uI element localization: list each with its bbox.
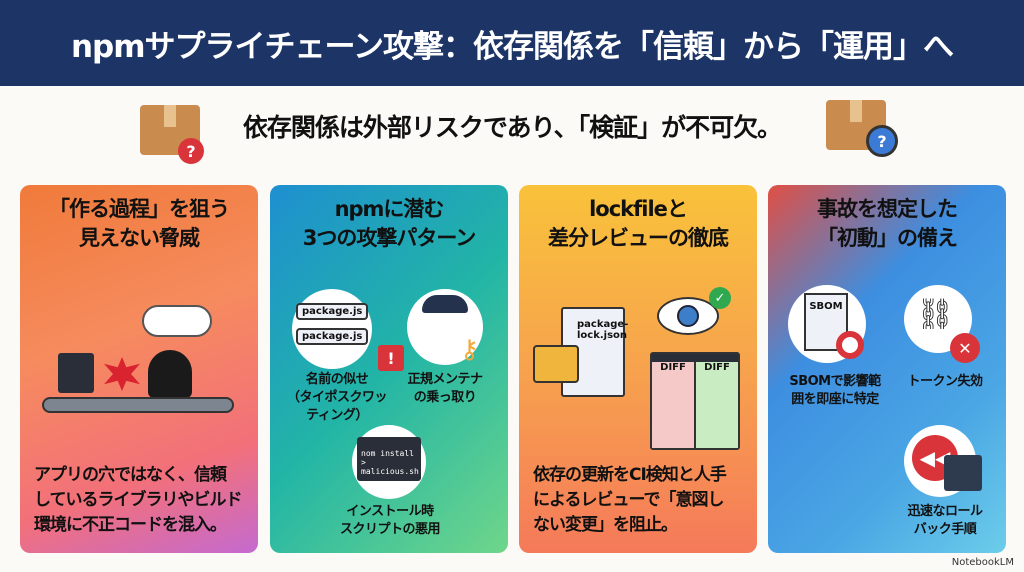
server-icon <box>944 455 982 491</box>
card-body: 依存の更新をCI検知と人手によるレビューで「意図しない変更」を阻止。 <box>533 465 727 535</box>
page-title: npmサプライチェーン攻撃：依存関係を「信頼」から「運用」へ <box>0 0 1024 86</box>
code-window-icon <box>58 353 94 393</box>
card-lockfile: lockfileと差分レビューの徹底 package-lock.json ✓ D… <box>519 185 757 553</box>
conveyor-belt-icon <box>42 397 234 413</box>
card-title: 「作る過程」を狙う見えない脅威 <box>49 197 230 250</box>
revoked-token-icon: ✕ <box>950 333 980 363</box>
pattern-label: 正規メンテナの乗っ取り <box>407 372 483 405</box>
target-icon <box>836 331 864 359</box>
response-label: SBOMで影響範囲を即座に特定 <box>789 374 881 407</box>
warning-icon: ! <box>378 345 404 371</box>
magnifier-icon: ? <box>866 125 898 157</box>
card-body: アプリの穴ではなく、信頼しているライブラリやビルド環境に不正コードを混入。 <box>34 465 243 535</box>
package-box-icon <box>140 105 200 155</box>
card-threat: 「作る過程」を狙う見えない脅威 アプリの穴ではなく、信頼しているライブラリやビル… <box>20 185 258 553</box>
response-label: トークン失効 <box>907 374 983 389</box>
question-icon: ? <box>178 138 204 164</box>
notebooklm-logo: NotebookLM <box>951 557 1014 568</box>
card-title: lockfileと差分レビューの徹底 <box>548 197 729 250</box>
pattern-label: インストール時スクリプトの悪用 <box>339 504 441 537</box>
response-label: 迅速なロールバック手順 <box>907 504 983 537</box>
checkmark-icon: ✓ <box>709 287 731 309</box>
eye-icon <box>657 297 719 335</box>
card-incident-response: 事故を想定した「初動」の備え SBOM ⛓ ✕ SBOMで影響範囲を即座に特定 … <box>768 185 1006 553</box>
subtitle: 依存関係は外部リスクであり、「検証」が不可欠。 <box>242 113 782 142</box>
padlock-icon <box>533 345 579 383</box>
package-name-icon: package.js <box>296 303 369 320</box>
diff-window-icon: DIFF DIFF <box>650 352 740 450</box>
burst-icon <box>104 357 140 391</box>
pirate-icon <box>422 295 468 313</box>
cloud-icon <box>142 305 212 337</box>
broken-chain-icon: ⛓ <box>916 297 955 332</box>
pattern-label: 名前の似せ（タイポスクワッティング） <box>286 372 388 423</box>
package-name-icon: package.js <box>296 328 369 345</box>
hacker-icon <box>148 350 192 398</box>
card-title: 事故を想定した「初動」の備え <box>817 197 958 250</box>
key-icon: ⚷ <box>460 335 480 365</box>
terminal-icon: nom install> malicious.sh <box>357 437 421 481</box>
